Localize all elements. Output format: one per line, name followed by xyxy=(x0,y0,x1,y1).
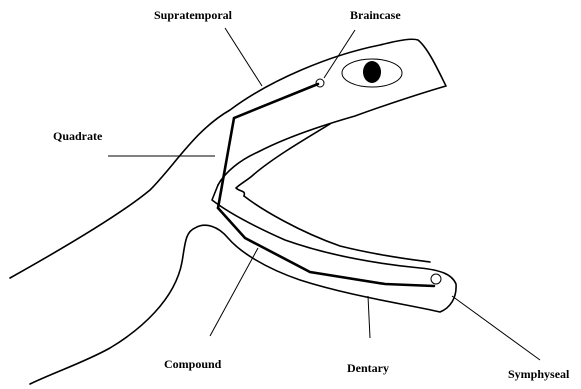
label-supratemporal: Supratemporal xyxy=(154,8,233,22)
mouth-roof-line xyxy=(236,124,330,196)
supratemporal-pointer-line xyxy=(225,28,262,86)
braincase-pointer-line xyxy=(324,30,355,78)
eye-pupil xyxy=(363,61,381,83)
label-compound: Compound xyxy=(164,357,222,371)
symphyseal-pointer-line xyxy=(452,296,540,360)
symphyseal-marker xyxy=(431,274,441,284)
dentary-pointer-line xyxy=(368,296,370,338)
label-braincase: Braincase xyxy=(350,8,401,22)
label-dentary: Dentary xyxy=(347,361,389,375)
compound-pointer-line xyxy=(210,248,258,336)
label-symphyseal: Symphyseal xyxy=(508,367,570,381)
upper-jaw-bone xyxy=(218,84,318,208)
lower-jaw-bone xyxy=(218,208,434,286)
label-quadrate: Quadrate xyxy=(53,129,103,143)
